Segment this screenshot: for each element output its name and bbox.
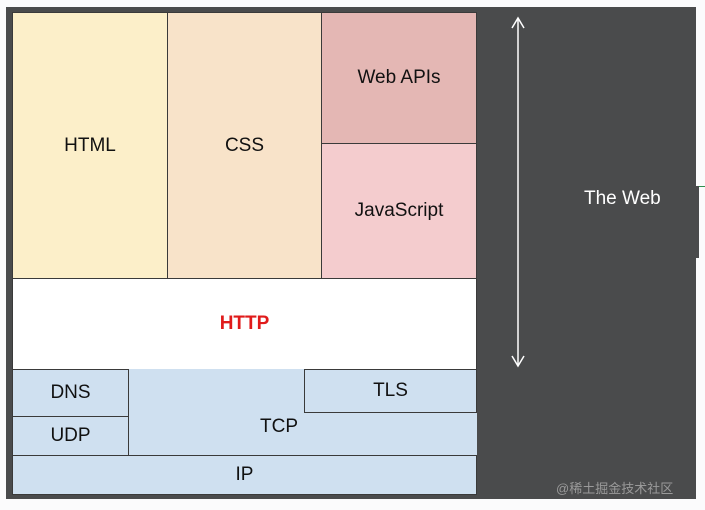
ip-label: IP [235,464,254,485]
ip-layer: IP [12,455,477,495]
javascript-layer: JavaScript [321,143,477,279]
panel-edge [696,186,699,258]
css-label: CSS [224,134,265,156]
web-apis-label: Web APIs [357,67,441,88]
html-label: HTML [64,134,116,156]
the-web-label: The Web [584,188,661,209]
watermark-text: @稀土掘金技术社区 [556,481,674,496]
javascript-label: JavaScript [354,200,444,221]
tcp-label: TCP [260,416,298,437]
http-label: HTTP [219,313,270,334]
web-apis-layer: Web APIs [321,12,477,144]
css-layer: CSS [167,12,322,279]
udp-layer: UDP [12,416,129,456]
udp-label: UDP [50,425,91,446]
dns-layer: DNS [12,369,129,417]
tls-layer: TLS [304,369,477,413]
dns-label: DNS [50,382,91,403]
http-layer: HTTP [12,278,477,370]
tls-label: TLS [373,380,408,401]
html-layer: HTML [12,12,168,279]
panel-edge-line [699,186,705,187]
web-span-arrow-icon [511,16,525,368]
